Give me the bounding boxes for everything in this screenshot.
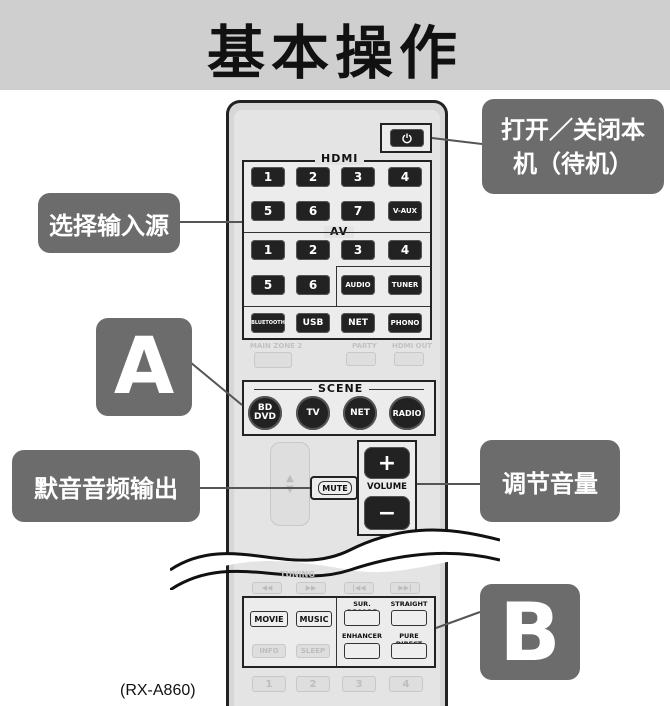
hdmi-label: HDMI xyxy=(315,153,365,165)
pure-direct-button[interactable] xyxy=(391,643,427,659)
hdmi-out-button[interactable] xyxy=(394,352,424,366)
av-6-button[interactable]: 6 xyxy=(296,275,330,295)
phono-button[interactable]: PHONO xyxy=(388,313,422,333)
scene-radio-button[interactable]: RADIO xyxy=(389,396,425,430)
label-b-callout: B xyxy=(480,584,580,680)
info-button: INFO xyxy=(252,644,286,658)
hdmi-2-button[interactable]: 2 xyxy=(296,167,330,187)
party-label: PARTY xyxy=(352,342,377,350)
mute-callout: 默音音频输出 xyxy=(12,450,200,522)
net-button[interactable]: NET xyxy=(341,313,375,333)
sound-mode-divider xyxy=(336,597,337,667)
tuning-up-button: ▶▶ xyxy=(296,582,326,594)
remote-break-wave xyxy=(170,528,500,590)
main-label: MAIN xyxy=(250,342,271,350)
audio-tuner-divider-h xyxy=(336,266,431,267)
zone2-label: ZONE 2 xyxy=(273,342,303,350)
label-a-callout: A xyxy=(96,318,192,416)
scene-bd-dvd-button[interactable]: BD DVD xyxy=(248,396,282,430)
av-5-button[interactable]: 5 xyxy=(251,275,285,295)
hdmi-3-button[interactable]: 3 xyxy=(341,167,375,187)
av-divider xyxy=(244,232,430,233)
av-4-button[interactable]: 4 xyxy=(388,240,422,260)
page-title: 基本操作 xyxy=(206,19,463,87)
bluetooth-button[interactable]: BLUETOOTH xyxy=(251,313,285,333)
tuning-down-button: ◀◀ xyxy=(252,582,282,594)
enhancer-button[interactable] xyxy=(344,643,380,659)
volume-callout-text: 调节音量 xyxy=(502,469,598,498)
sur-decode-button[interactable] xyxy=(344,610,380,626)
scene-tv-label: TV xyxy=(306,407,320,418)
scene-net-label: NET xyxy=(350,407,370,418)
label-b-text: B xyxy=(499,585,561,679)
power-callout: 打开／关闭本机（待机） xyxy=(482,99,664,194)
input-callout: 选择输入源 xyxy=(38,193,180,253)
tuner-button[interactable]: TUNER xyxy=(388,275,422,295)
movie-button[interactable]: MOVIE xyxy=(250,611,288,627)
scene-radio-label: RADIO xyxy=(392,408,422,418)
volume-up-button[interactable]: + xyxy=(364,447,410,479)
straight-label: STRAIGHT xyxy=(390,600,428,608)
hdmi-7-button[interactable]: 7 xyxy=(341,201,375,221)
mute-callout-text: 默音音频输出 xyxy=(34,474,178,503)
hdmi-4-button[interactable]: 4 xyxy=(388,167,422,187)
hdmi-1-button[interactable]: 1 xyxy=(251,167,285,187)
party-button[interactable] xyxy=(346,352,376,366)
skip-forward-button: ▶▶| xyxy=(390,582,420,594)
hdmi-out-label: HDMI OUT xyxy=(392,342,433,350)
volume-callout: 调节音量 xyxy=(480,440,620,522)
label-a-text: A xyxy=(113,322,175,412)
straight-button[interactable] xyxy=(391,610,427,626)
volume-label: VOLUME xyxy=(367,482,407,492)
hdmi-5-button[interactable]: 5 xyxy=(251,201,285,221)
enhancer-label: ENHANCER xyxy=(341,632,382,640)
mute-button[interactable]: MUTE xyxy=(318,481,352,495)
av-3-button[interactable]: 3 xyxy=(341,240,375,260)
main-zone-label: MAIN ZONE 2 xyxy=(250,342,302,350)
power-icon xyxy=(402,133,412,144)
power-callout-text: 打开／关闭本机（待机） xyxy=(501,115,645,178)
bottom-num-2-button: 2 xyxy=(296,676,330,692)
main-zone-switch[interactable] xyxy=(254,352,292,368)
scene-bd-label: BD xyxy=(257,403,273,413)
audio-tuner-divider xyxy=(336,266,337,306)
input-callout-text: 选择输入源 xyxy=(49,211,169,240)
bottom-num-1-button: 1 xyxy=(252,676,286,692)
v-aux-button[interactable]: V-AUX xyxy=(388,201,422,221)
title-bar xyxy=(0,0,670,90)
usb-button[interactable]: USB xyxy=(296,313,330,333)
music-button[interactable]: MUSIC xyxy=(296,611,332,627)
av-2-button[interactable]: 2 xyxy=(296,240,330,260)
skip-back-button: |◀◀ xyxy=(344,582,374,594)
bottom-row-divider xyxy=(244,306,430,307)
hdmi-6-button[interactable]: 6 xyxy=(296,201,330,221)
sleep-button: SLEEP xyxy=(296,644,330,658)
scene-dvd-label: DVD xyxy=(254,412,276,422)
model-label: (RX-A860) xyxy=(120,682,196,699)
bottom-num-3-button: 3 xyxy=(342,676,376,692)
av-1-button[interactable]: 1 xyxy=(251,240,285,260)
ghost-arrow-pad: ▲▼ xyxy=(270,442,310,526)
scene-net-button[interactable]: NET xyxy=(343,396,377,430)
volume-down-button[interactable]: − xyxy=(364,496,410,530)
scene-label: SCENE xyxy=(312,383,370,395)
scene-tv-button[interactable]: TV xyxy=(296,396,330,430)
audio-button[interactable]: AUDIO xyxy=(341,275,375,295)
tuning-label: TUNING xyxy=(280,570,315,579)
bottom-num-4-button: 4 xyxy=(389,676,423,692)
power-button[interactable] xyxy=(390,129,424,147)
